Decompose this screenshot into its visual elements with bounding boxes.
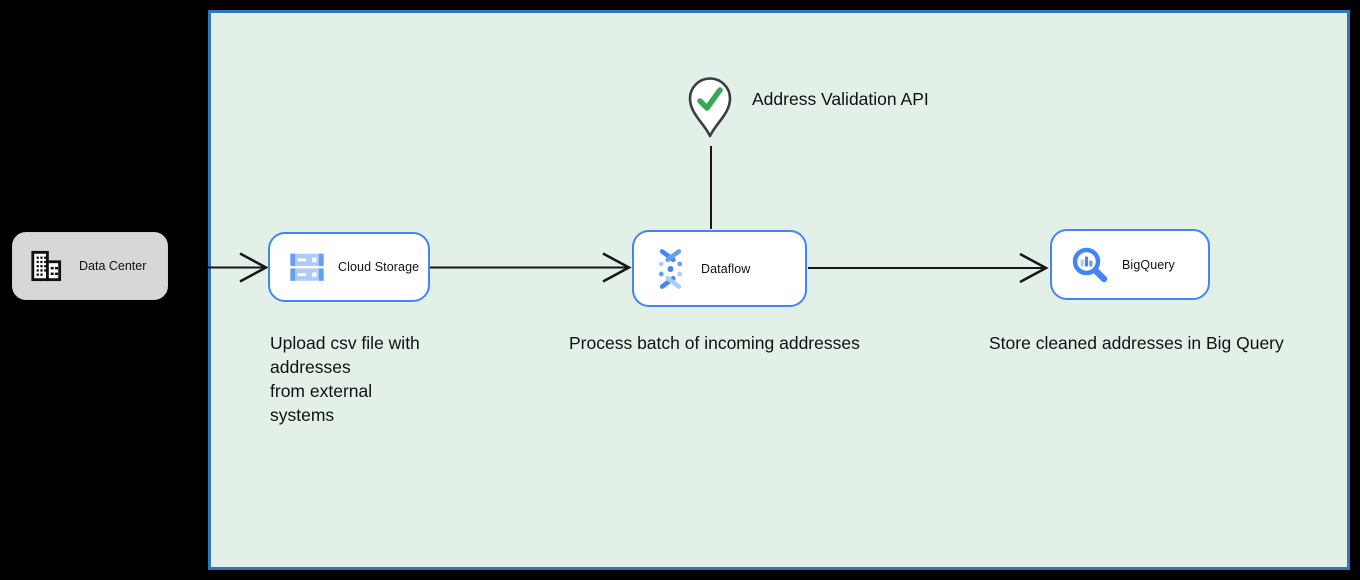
data-center-icon: [31, 250, 62, 282]
cloud-storage-label: Cloud Storage: [338, 260, 420, 274]
dataflow-caption: Process batch of incoming addresses: [569, 333, 860, 353]
dataflow-label: Dataflow: [701, 261, 751, 276]
cloud-storage-icon: [290, 253, 324, 281]
dataflow-icon: [658, 248, 683, 289]
bigquery-icon: [1072, 247, 1108, 282]
check-icon: [697, 87, 723, 111]
bigquery-caption: Store cleaned addresses in Big Query: [989, 333, 1284, 353]
node-dataflow: Dataflow: [632, 230, 807, 307]
address-validation-api-label: Address Validation API: [752, 89, 929, 109]
node-data-center: Data Center: [12, 232, 168, 300]
data-center-label: Data Center: [79, 259, 147, 273]
address-validation-pin-icon: [688, 77, 732, 138]
cloud-storage-caption: Upload csv file with addresses from exte…: [270, 333, 420, 425]
node-bigquery: BigQuery: [1050, 229, 1210, 300]
node-cloud-storage: Cloud Storage: [268, 232, 430, 302]
bigquery-label: BigQuery: [1122, 257, 1175, 272]
